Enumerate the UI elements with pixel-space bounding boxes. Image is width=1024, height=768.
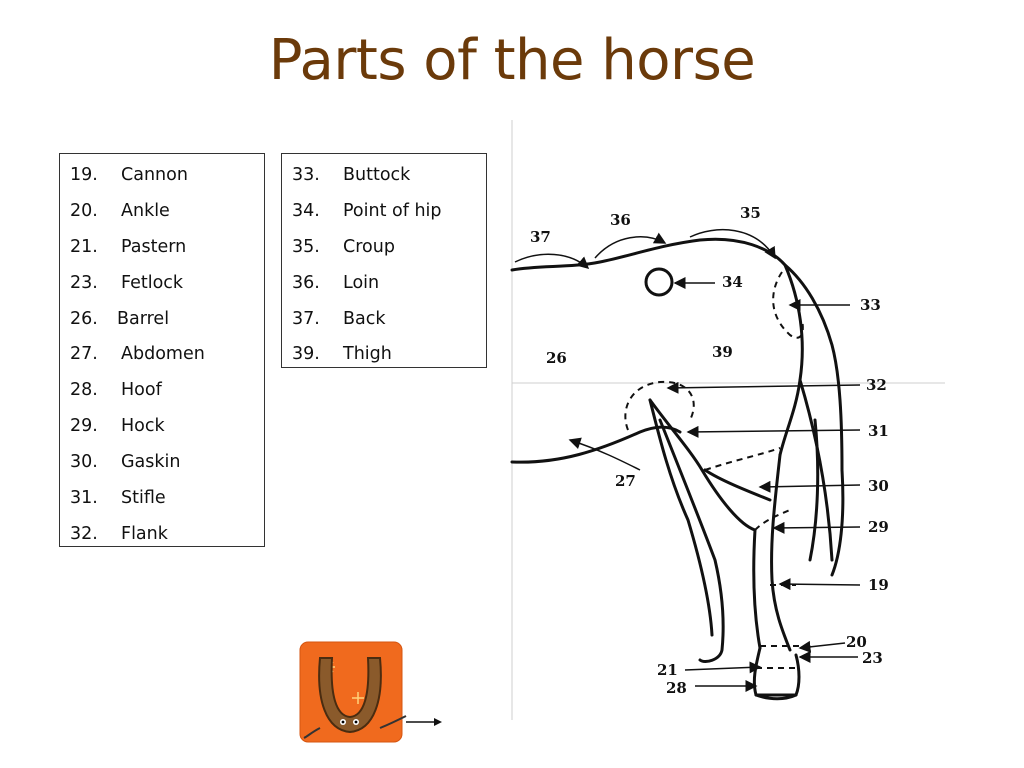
label-19: 19 bbox=[868, 576, 889, 594]
label-29: 29 bbox=[868, 518, 889, 536]
item-number: 28. bbox=[70, 380, 98, 401]
label-20: 20 bbox=[846, 633, 867, 651]
item-number: 29. bbox=[70, 416, 98, 437]
item-number: 39. bbox=[292, 344, 320, 365]
item-number: 36. bbox=[292, 272, 320, 293]
list-item: 19. Cannon bbox=[60, 158, 264, 194]
label-31: 31 bbox=[868, 422, 889, 440]
parts-list-right: 33. Buttock 34. Point of hip 35. Croup 36. L… bbox=[281, 153, 487, 368]
item-name: Abdomen bbox=[121, 344, 205, 365]
list-item: 29. Hock bbox=[60, 409, 264, 445]
item-name: Hoof bbox=[121, 380, 162, 401]
item-name: Cannon bbox=[121, 165, 188, 185]
parts-list-left: 19. Cannon 20. Ankle 21. Pastern 23. Fetlock… bbox=[59, 153, 265, 547]
label-33: 33 bbox=[860, 296, 881, 314]
list-item: 36. Loin bbox=[282, 266, 486, 302]
item-name: Stifle bbox=[121, 488, 166, 509]
list-item: 20. Ankle bbox=[60, 194, 264, 230]
item-number: 30. bbox=[70, 452, 98, 473]
item-number: 19. bbox=[70, 165, 98, 185]
horseshoe-mascot-image bbox=[299, 641, 442, 743]
list-item: 31. Stifle bbox=[60, 481, 264, 517]
list-item: 26. Barrel bbox=[60, 302, 264, 338]
item-name: Point of hip bbox=[343, 200, 442, 221]
item-number: 31. bbox=[70, 488, 98, 509]
item-name: Fetlock bbox=[121, 272, 184, 293]
label-30: 30 bbox=[868, 477, 889, 495]
horse-hindquarter-diagram: 37 36 35 34 33 26 39 32 31 27 30 29 19 2… bbox=[510, 120, 945, 720]
list-item: 39. Thigh bbox=[282, 337, 486, 373]
list-item: 32. Flank bbox=[60, 517, 264, 553]
label-34: 34 bbox=[722, 273, 743, 291]
list-item: 37. Back bbox=[282, 302, 486, 338]
item-number: 27. bbox=[70, 344, 98, 365]
list-item: 27. Abdomen bbox=[60, 337, 264, 373]
label-21: 21 bbox=[657, 661, 678, 679]
item-name: Barrel bbox=[117, 308, 170, 329]
list-item: 21. Pastern bbox=[60, 230, 264, 266]
item-number: 20. bbox=[70, 200, 98, 221]
item-name: Back bbox=[343, 308, 386, 329]
list-item: 23. Fetlock bbox=[60, 266, 264, 302]
horse-outline bbox=[510, 237, 845, 701]
label-39: 39 bbox=[712, 343, 733, 361]
label-28: 28 bbox=[666, 679, 687, 697]
item-name: Pastern bbox=[121, 236, 187, 257]
item-name: Gaskin bbox=[121, 452, 181, 473]
item-name: Loin bbox=[343, 272, 380, 293]
item-name: Hock bbox=[121, 416, 165, 437]
item-number: 23. bbox=[70, 272, 98, 293]
list-item: 34. Point of hip bbox=[282, 194, 486, 230]
list-item: 35. Croup bbox=[282, 230, 486, 266]
label-27: 27 bbox=[615, 472, 636, 490]
label-26: 26 bbox=[546, 349, 567, 367]
label-23: 23 bbox=[862, 649, 883, 667]
item-number: 21. bbox=[70, 236, 98, 257]
item-number: 26. bbox=[70, 308, 98, 329]
list-item: 28. Hoof bbox=[60, 373, 264, 409]
item-name: Thigh bbox=[343, 344, 392, 365]
list-item: 30. Gaskin bbox=[60, 445, 264, 481]
item-name: Croup bbox=[343, 236, 395, 257]
label-36: 36 bbox=[610, 211, 631, 229]
item-number: 35. bbox=[292, 236, 320, 257]
item-name: Buttock bbox=[343, 165, 411, 185]
list-item: 33. Buttock bbox=[282, 158, 486, 194]
item-number: 32. bbox=[70, 523, 98, 544]
item-number: 34. bbox=[292, 200, 320, 221]
page-title: Parts of the horse bbox=[268, 28, 756, 93]
label-32: 32 bbox=[866, 376, 887, 394]
label-35: 35 bbox=[740, 204, 761, 222]
item-number: 37. bbox=[292, 308, 320, 329]
label-37: 37 bbox=[530, 228, 551, 246]
item-name: Flank bbox=[121, 523, 168, 544]
item-number: 33. bbox=[292, 165, 320, 185]
item-name: Ankle bbox=[121, 200, 170, 221]
